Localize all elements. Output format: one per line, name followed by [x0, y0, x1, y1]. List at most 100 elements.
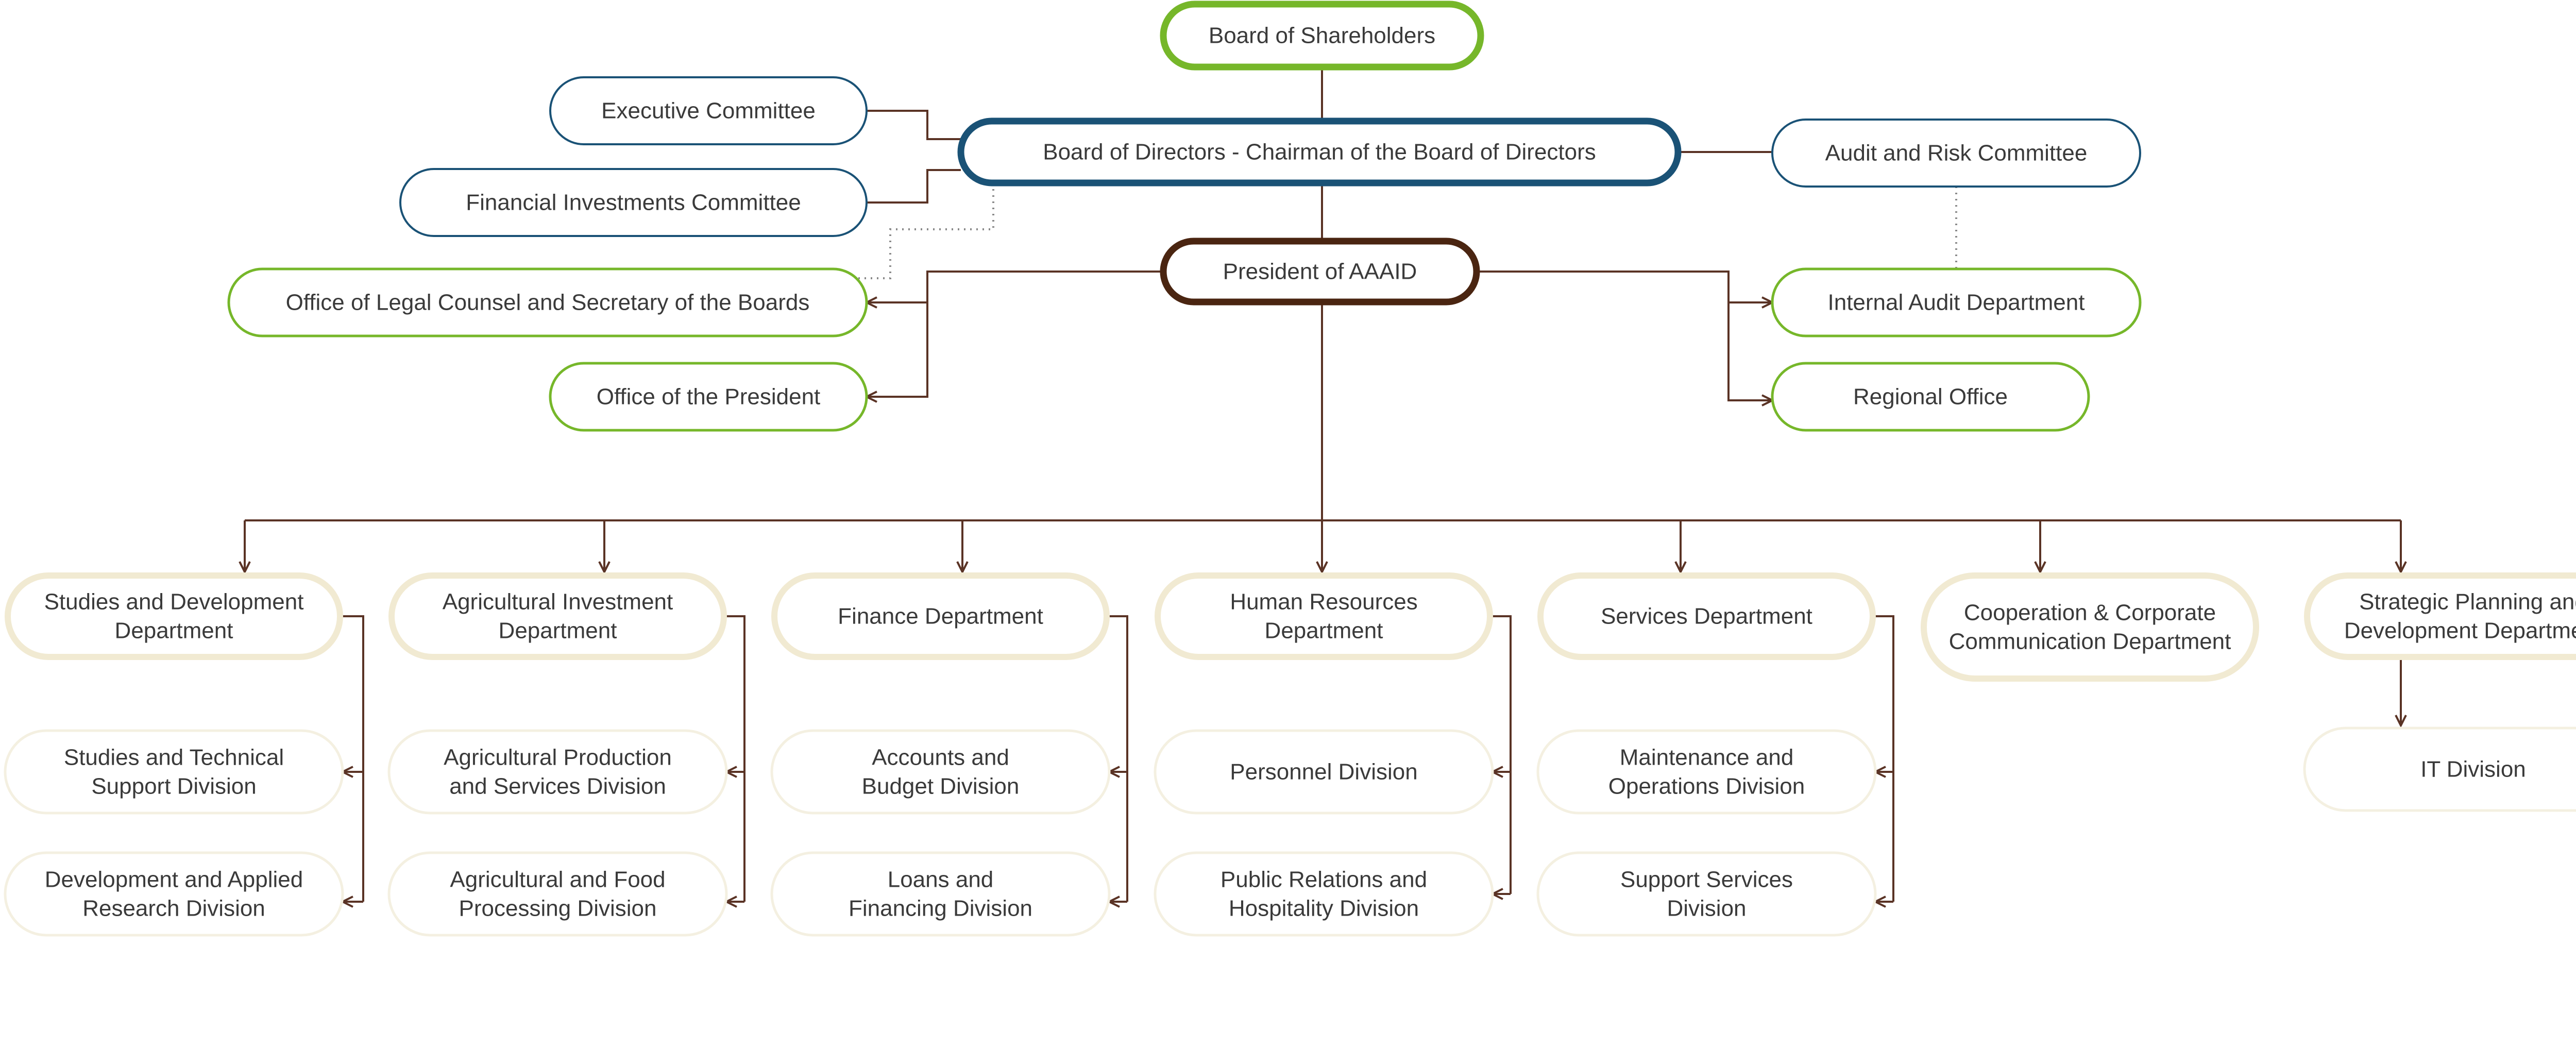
node-president: President of AAAID	[1160, 238, 1480, 306]
node-personnel-div: Personnel Division	[1154, 729, 1494, 815]
node-label: Communication Department	[1949, 629, 2231, 654]
node-label: Department	[115, 618, 233, 644]
arrow-connector	[867, 302, 928, 397]
node-label: Studies and Development	[44, 589, 304, 615]
node-label: IT Division	[2420, 757, 2526, 782]
node-label: Financial Investments Committee	[466, 190, 801, 215]
node-box	[5, 572, 343, 660]
node-label: Hospitality Division	[1229, 896, 1419, 921]
node-agri-production-div: Agricultural Production and Services Divi…	[387, 729, 728, 815]
node-label: Office of Legal Counsel and Secretary of…	[286, 290, 810, 315]
node-box	[399, 168, 868, 237]
connector	[867, 110, 961, 140]
node-label: Development Department	[2344, 618, 2576, 644]
node-label: Regional Office	[1853, 384, 2008, 410]
node-label: Operations Division	[1608, 774, 1805, 799]
node-regional-office: Regional Office	[1771, 362, 2090, 432]
node-label: Cooperation & Corporate	[1964, 600, 2216, 626]
node-box	[1160, 1, 1484, 71]
node-label: President of AAAID	[1223, 259, 1417, 284]
node-label: Human Resources	[1230, 589, 1417, 615]
node-box	[1771, 362, 2090, 432]
node-box	[1771, 119, 2141, 188]
arrow-connector	[1477, 271, 1772, 302]
dotted-connector	[850, 183, 994, 279]
node-label: Support Services	[1620, 867, 1793, 892]
node-label: Office of the President	[597, 384, 821, 410]
node-label: and Services Division	[449, 774, 666, 799]
node-label: Services Department	[1601, 604, 1812, 629]
node-box	[770, 851, 1111, 937]
node-label: Support Division	[91, 774, 256, 799]
node-label: Studies and Technical	[64, 745, 284, 770]
node-box	[1536, 729, 1877, 815]
node-label: Audit and Risk Committee	[1825, 141, 2088, 166]
node-finance-dept: Finance Department	[771, 572, 1110, 660]
node-board-shareholders: Board of Shareholders	[1160, 1, 1484, 71]
node-label: Processing Division	[459, 896, 657, 921]
connector-lines	[245, 67, 2401, 902]
node-executive-committee: Executive Committee	[549, 76, 868, 145]
node-box	[1155, 572, 1493, 660]
node-box	[549, 362, 868, 432]
node-label: Internal Audit Department	[1828, 290, 2085, 315]
node-box	[1771, 267, 2142, 337]
node-label: Financing Division	[849, 896, 1032, 921]
node-box	[1154, 851, 1494, 937]
node-label: Strategic Planning and	[2359, 589, 2576, 615]
node-box	[1160, 238, 1480, 306]
node-label: Department	[1265, 618, 1383, 644]
node-box	[4, 729, 344, 815]
node-label: Public Relations and	[1221, 867, 1427, 892]
node-box	[771, 572, 1110, 660]
connector	[1873, 615, 1894, 902]
node-label: Agricultural Production	[444, 745, 672, 770]
connector	[340, 615, 364, 902]
node-box	[549, 76, 868, 145]
node-label: Finance Department	[838, 604, 1043, 629]
arrow-connector	[1727, 302, 1772, 400]
node-audit-risk-committee: Audit and Risk Committee	[1771, 119, 2141, 188]
node-label: Division	[1667, 896, 1746, 921]
node-box	[957, 117, 1682, 187]
node-label: Research Division	[82, 896, 265, 921]
node-financial-investments-committee: Financial Investments Committee	[399, 168, 868, 237]
node-services-dept: Services Department	[1537, 572, 1876, 660]
node-it-div: IT Division	[2303, 727, 2576, 812]
node-office-president: Office of the President	[549, 362, 868, 432]
node-box	[2303, 727, 2576, 812]
node-board-directors: Board of Directors - Chairman of the Boa…	[957, 117, 1682, 187]
node-label: Department	[499, 618, 617, 644]
node-label: Accounts and	[872, 745, 1009, 770]
connector	[1107, 615, 1128, 902]
node-box	[770, 729, 1111, 815]
node-label: Maintenance and	[1620, 745, 1794, 770]
node-label: Board of Directors - Chairman of the Boa…	[1043, 140, 1596, 165]
node-box	[1154, 729, 1494, 815]
node-office-legal-counsel: Office of Legal Counsel and Secretary of…	[227, 267, 868, 337]
node-label: Budget Division	[862, 774, 1020, 799]
connector	[724, 615, 745, 902]
node-label: Personnel Division	[1230, 759, 1417, 785]
node-box	[1921, 572, 2259, 682]
node-box	[387, 851, 728, 937]
node-box	[2304, 572, 2576, 660]
node-label: Board of Shareholders	[1209, 23, 1435, 48]
node-label: Loans and	[888, 867, 994, 892]
arrow-connector	[867, 271, 1163, 302]
node-box	[4, 851, 344, 937]
